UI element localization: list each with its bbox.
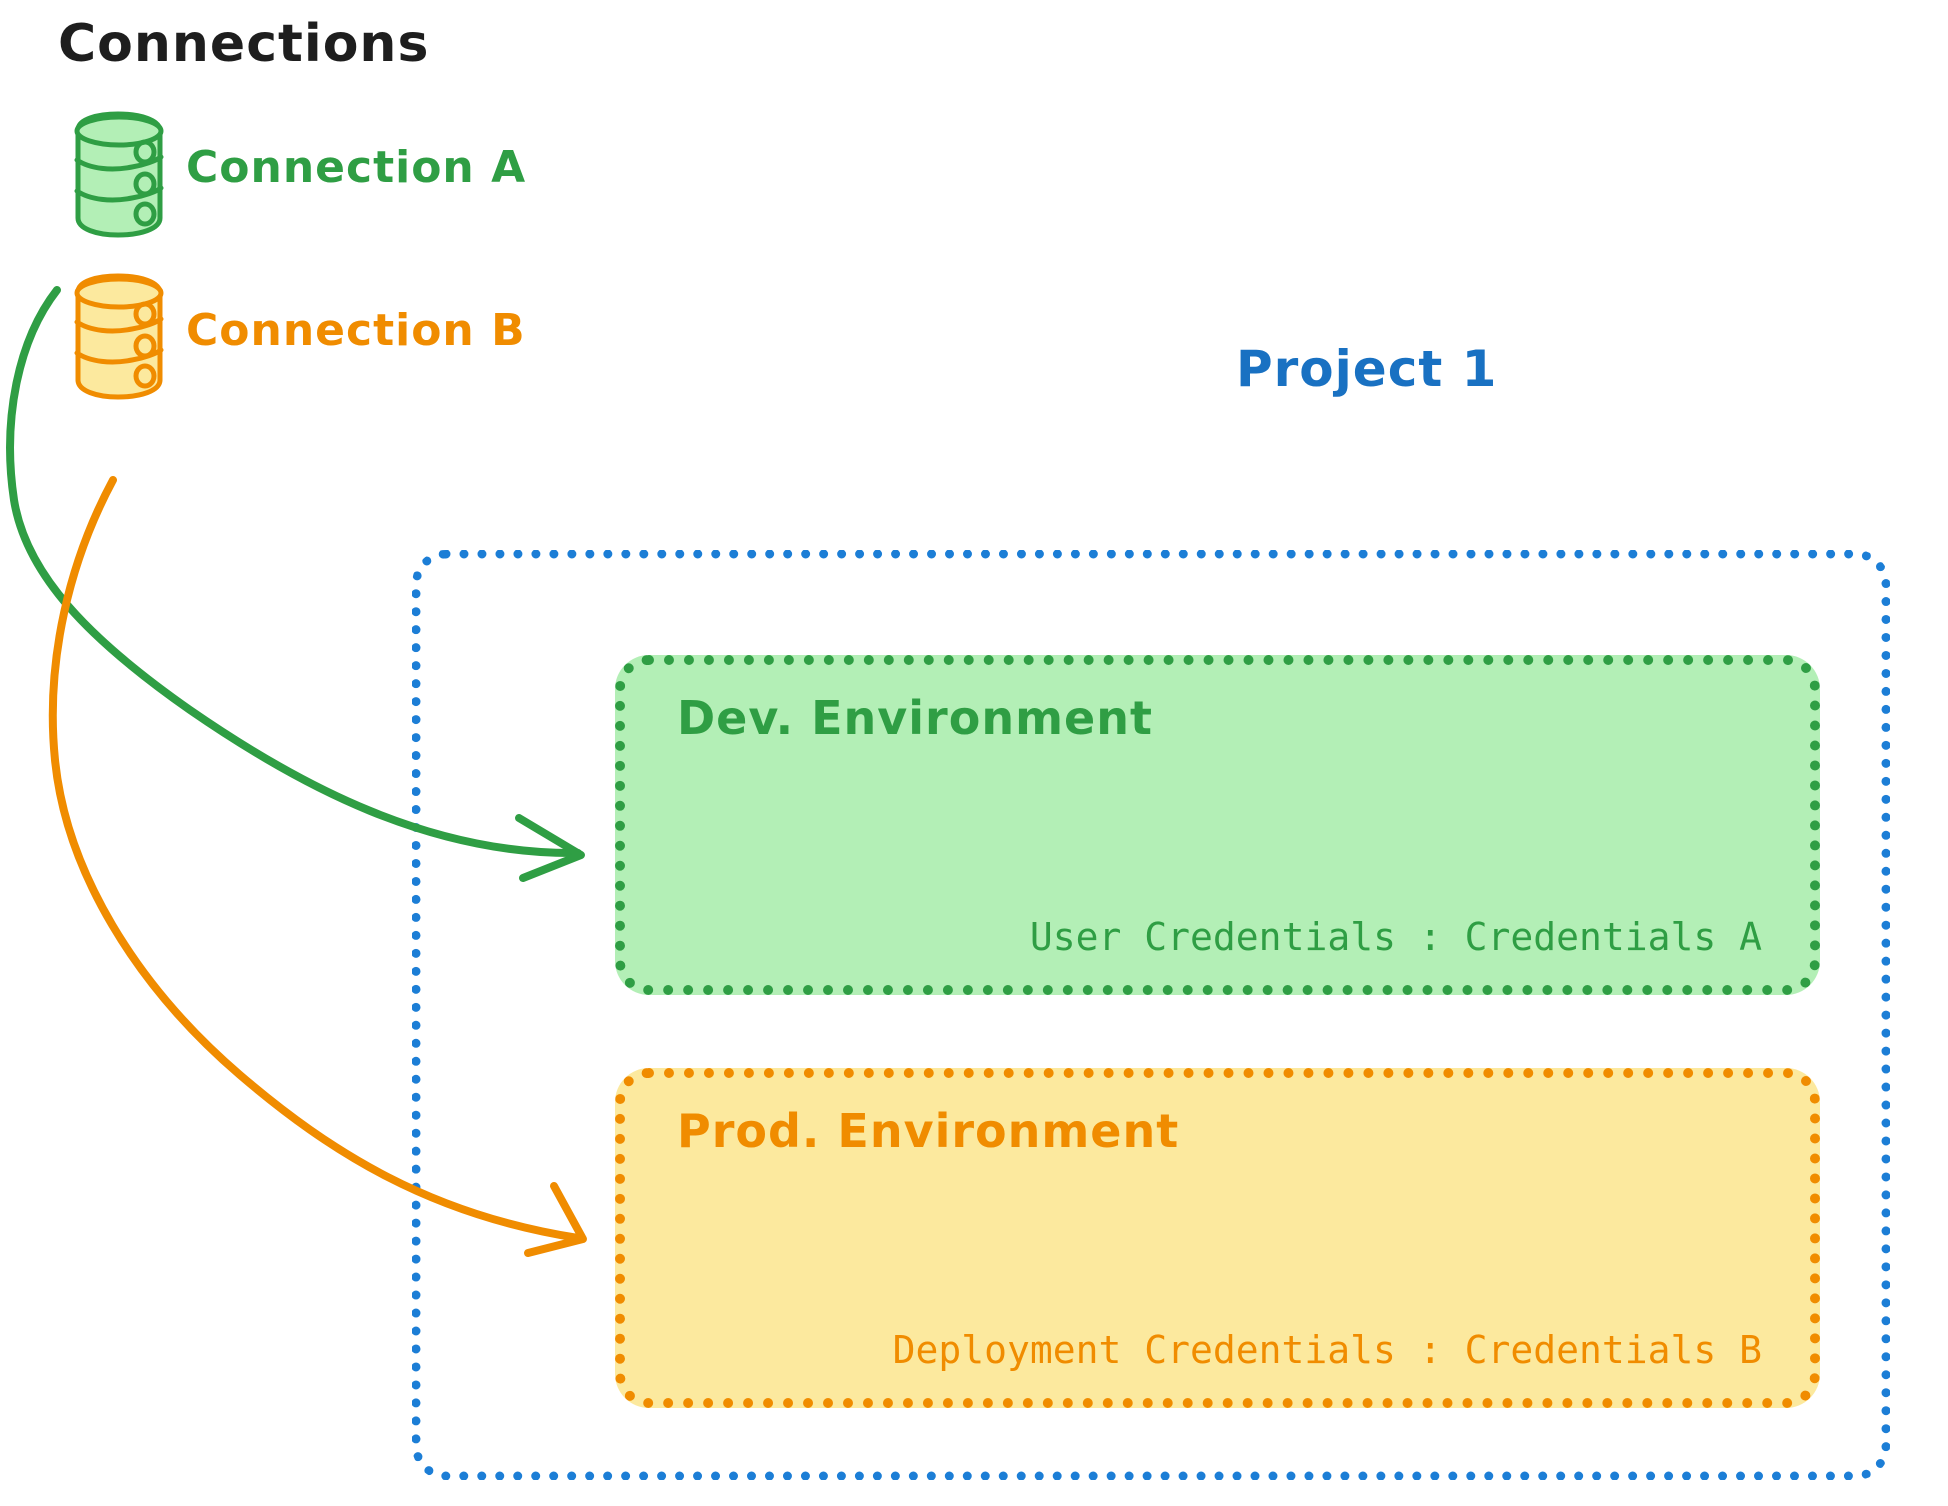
project-title: Project 1 [1236,340,1498,398]
database-cylinder-icon-connection-a[interactable] [60,108,190,243]
connections-heading: Connections [58,14,430,74]
database-cylinder-icon-connection-b[interactable] [60,270,190,405]
dev-environment-credentials: User Credentials : Credentials A [1029,915,1762,959]
dev-environment-title: Dev. Environment [677,691,1153,745]
prod-environment-title: Prod. Environment [677,1104,1180,1158]
connection-b-label: Connection B [186,305,526,356]
prod-environment-credentials: Deployment Credentials : Credentials B [892,1328,1762,1372]
connection-a-label: Connection A [186,142,527,193]
dev-environment-box[interactable]: Dev. Environment User Credentials : Cred… [615,655,1820,995]
prod-environment-box[interactable]: Prod. Environment Deployment Credentials… [615,1068,1820,1408]
